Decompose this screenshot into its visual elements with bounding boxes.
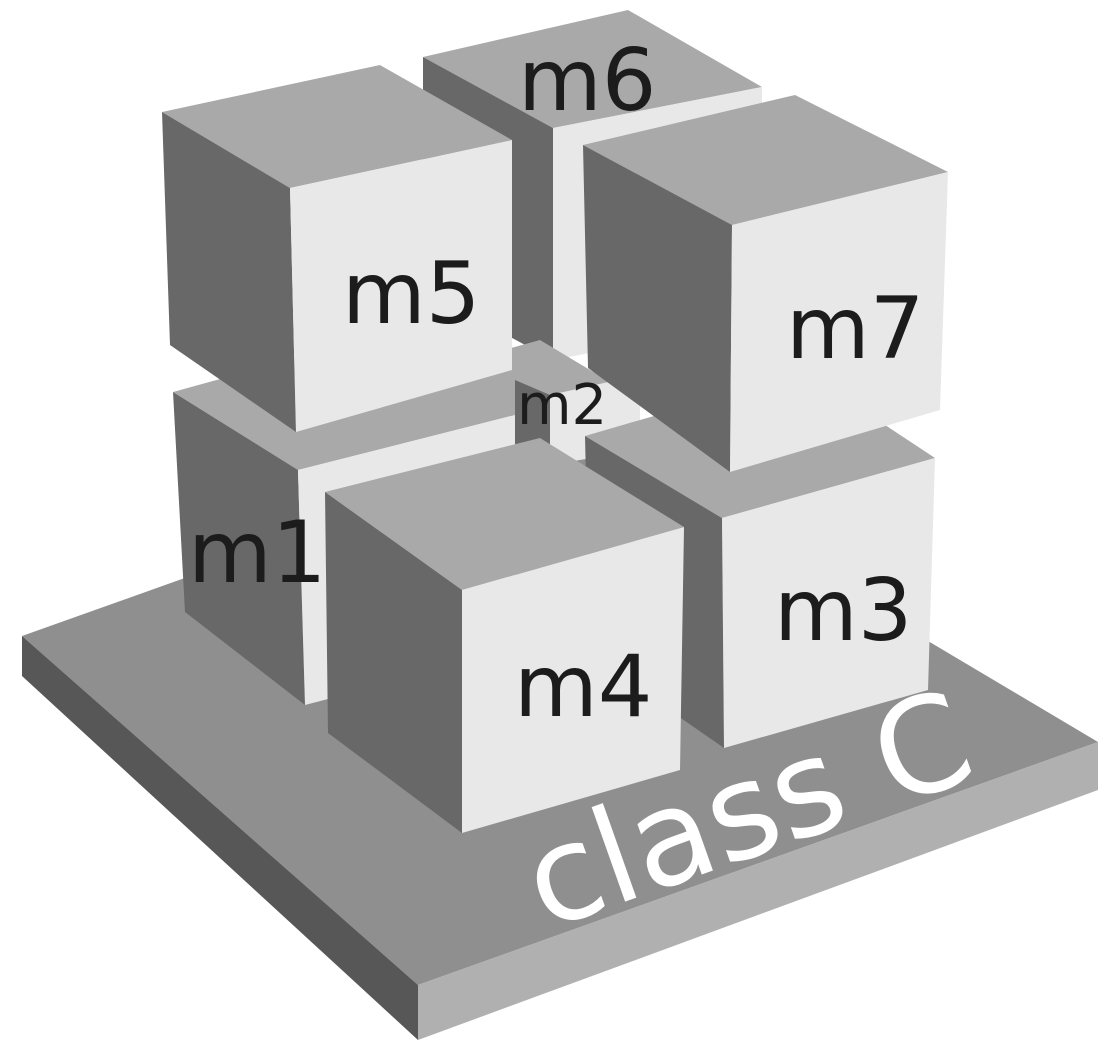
m4-side-face	[325, 492, 462, 833]
m4-top-face	[325, 438, 684, 590]
base-left-face	[22, 636, 418, 1040]
m1-side-face	[173, 392, 305, 705]
m1-label: m1	[188, 503, 327, 603]
m7-top-face	[583, 95, 948, 225]
m3-label: m3	[774, 561, 913, 661]
m3-front-face	[722, 458, 935, 748]
m5-label: m5	[342, 244, 481, 344]
m7-front-face	[730, 172, 948, 472]
module-m4: m4	[325, 438, 684, 833]
m4-front-face	[462, 527, 684, 833]
m5-side-face	[162, 112, 296, 432]
m6-top-face	[423, 10, 762, 128]
m5-top-face	[162, 65, 512, 188]
module-m7: m7	[583, 95, 948, 472]
m5-front-face	[290, 140, 512, 432]
module-m5: m5	[162, 65, 512, 432]
m7-side-face	[583, 145, 732, 472]
m6-label: m6	[518, 31, 657, 131]
m7-label: m7	[786, 279, 925, 379]
base-front-face	[418, 742, 1098, 1040]
m2-label: m2	[517, 373, 607, 438]
m4-label: m4	[514, 637, 653, 737]
